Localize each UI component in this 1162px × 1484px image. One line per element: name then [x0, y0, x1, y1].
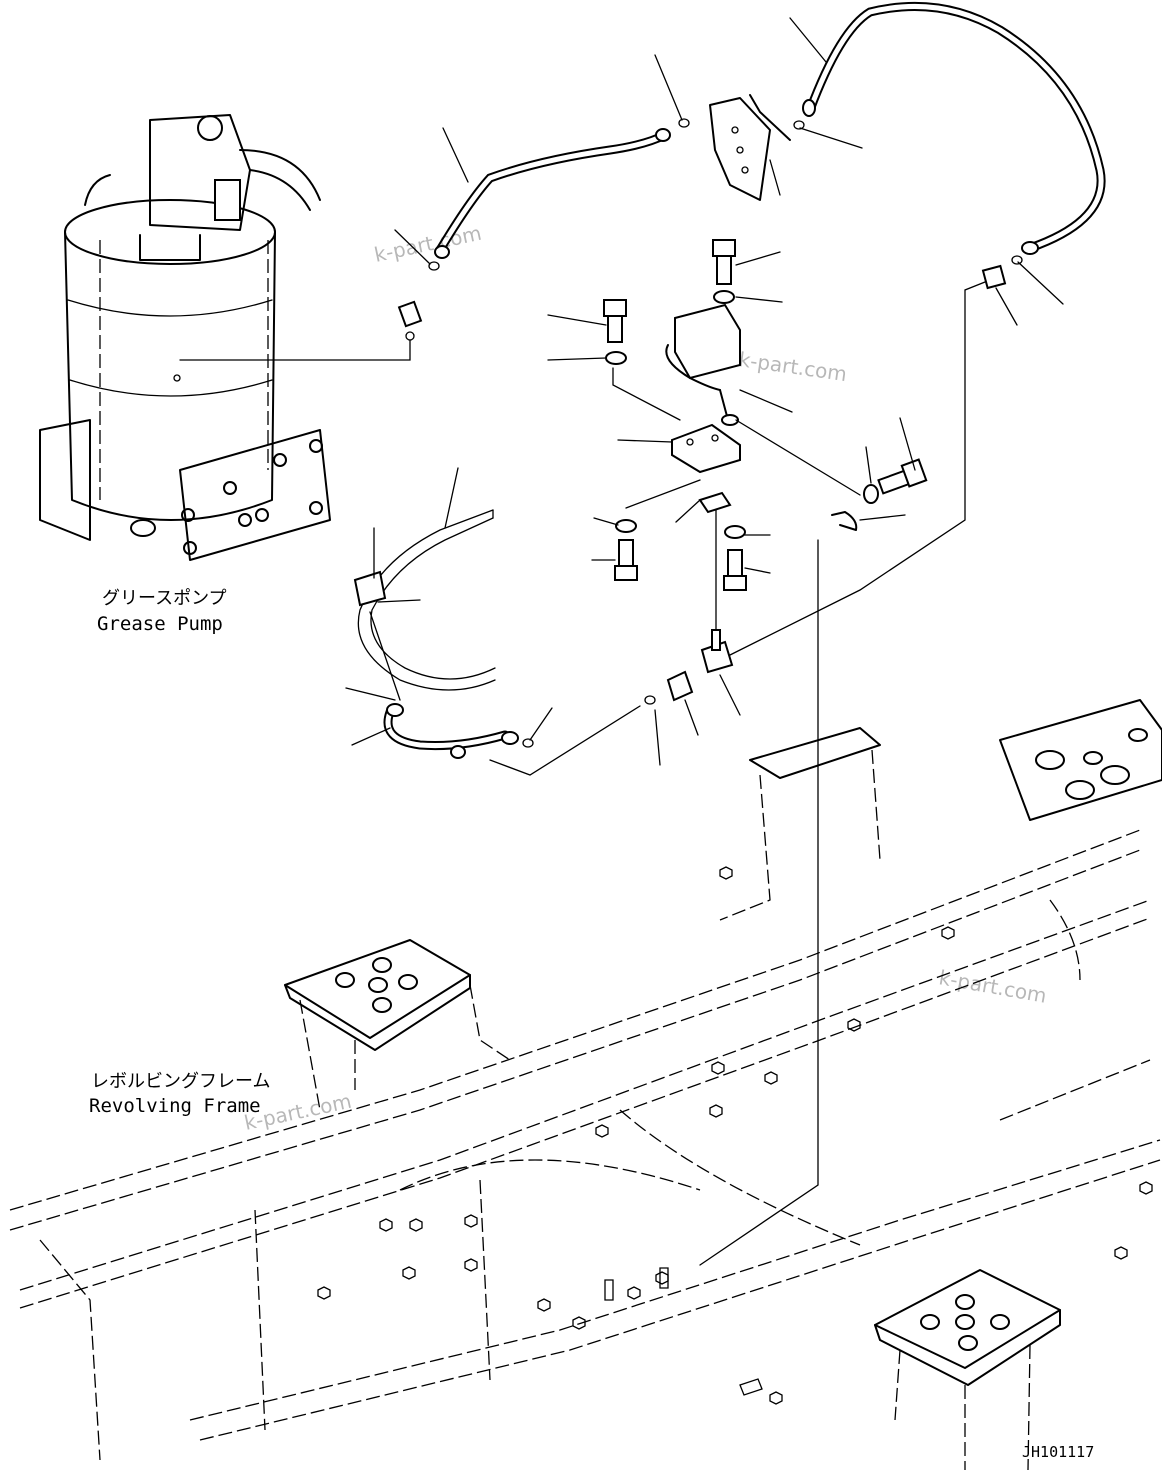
watermark: k-part.com [372, 221, 484, 267]
revolving-frame-label-en: Revolving Frame [89, 1095, 261, 1117]
clamp-bolt [831, 417, 928, 531]
revolving-frame-label-jp: レボルビングフレーム [91, 1071, 270, 1092]
grease-pump-label-en: Grease Pump [97, 613, 223, 635]
watermark: k-part.com [937, 965, 1048, 1008]
relay-assembly [547, 239, 861, 641]
valve-block [709, 94, 791, 201]
hose-long [789, 1, 1106, 326]
watermark: k-part.com [737, 347, 848, 386]
grease-pump-drawing [39, 114, 415, 561]
drawing-code: JH101117 [1022, 1443, 1094, 1461]
revolving-frame-drawing [9, 699, 1162, 1471]
tee-fitting [644, 281, 986, 1266]
hose-lower [345, 467, 641, 776]
hose-upper [394, 54, 690, 328]
grease-pump-label-jp: グリースポンプ [102, 588, 227, 609]
